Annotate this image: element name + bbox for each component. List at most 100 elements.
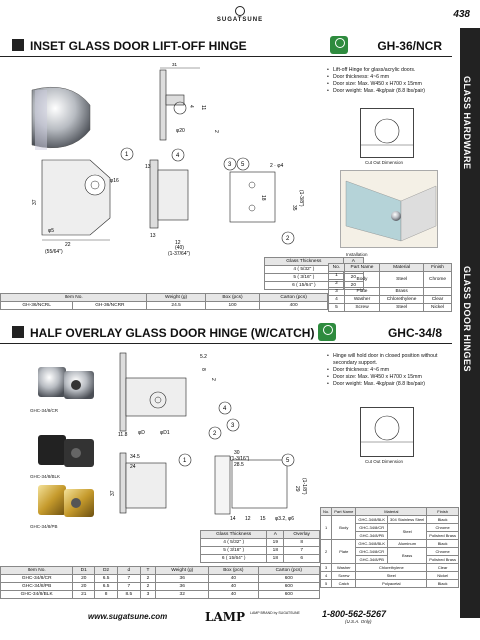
svg-text:1: 1 (125, 152, 129, 158)
svg-text:φ5: φ5 (48, 228, 54, 234)
section-marker-icon (12, 326, 24, 338)
feature-item: Door size: Max. W450 x H700 x 15mm (327, 81, 447, 88)
photo-label: GHC-34/8/CR (30, 408, 59, 413)
section1-item-table: Item No.Weight (g)Box (pcs)Carton (pcs) … (0, 293, 328, 310)
svg-text:5: 5 (241, 162, 245, 168)
section1-title: INSET GLASS DOOR LIFT-OFF HINGE (30, 39, 247, 53)
table-header: D2 (94, 566, 118, 575)
section-marker-icon (12, 39, 24, 51)
table-header: Box (pcs) (208, 566, 259, 575)
installation-caption: Installation (346, 252, 368, 257)
brand-mark-icon (235, 6, 245, 16)
side-tab: GLASS HARDWARE GLASS DOOR HINGES (460, 28, 480, 618)
table-header: Carton (pcs) (257, 566, 321, 575)
svg-text:2: 2 (213, 431, 217, 437)
svg-text:13: 13 (150, 233, 156, 239)
table-header: Weight (g) (155, 566, 210, 575)
svg-text:(40): (40) (175, 245, 184, 251)
svg-text:11.8: 11.8 (118, 432, 128, 438)
svg-text:4: 4 (188, 105, 194, 108)
table-header: Carton (pcs) (259, 293, 328, 302)
table-header: T (139, 566, 157, 575)
table-header: Material (355, 507, 428, 516)
section1-model: GH-36/NCR (377, 39, 442, 53)
svg-text:13: 13 (145, 164, 151, 170)
side-tab-subcategory: GLASS DOOR HINGES (462, 266, 472, 373)
svg-text:(1-37/64"): (1-37/64") (168, 251, 190, 257)
svg-text:5.2: 5.2 (200, 354, 207, 360)
svg-text:28.5: 28.5 (234, 462, 244, 468)
svg-text:2: 2 (286, 236, 290, 242)
svg-text:15: 15 (260, 516, 266, 522)
website-link[interactable]: www.sugatsune.com (88, 612, 168, 621)
photo-label: GHC-34/8/PB (30, 524, 58, 529)
footer: www.sugatsune.com LAMP LAMP BRAND by SUG… (0, 604, 452, 634)
svg-text:2: 2 (213, 130, 219, 133)
section1-feature-list: Lift-off Hinge for glass/acrylic doors. … (327, 67, 447, 95)
section1-technical-drawing: 31 4 11 φ20 2 37 φ5 22 (55/64") φ16 1 4 … (31, 62, 304, 257)
svg-text:φ20: φ20 (176, 128, 185, 134)
svg-text:37: 37 (32, 199, 38, 205)
svg-text:(1-1/8"): (1-1/8") (301, 478, 307, 495)
svg-text:35: 35 (291, 205, 297, 211)
svg-text:11: 11 (200, 105, 206, 110)
feature-item: Door thickness: 4~6 mm (327, 367, 447, 374)
table-header: Finish (423, 263, 452, 272)
svg-text:12: 12 (245, 516, 251, 522)
svg-text:31: 31 (172, 62, 178, 67)
svg-text:φ3.2, φ6: φ3.2, φ6 (275, 516, 294, 522)
table-header: A (266, 530, 285, 539)
table-header: Item No. (0, 566, 74, 575)
hinge-brass-photo (38, 485, 94, 517)
section2-technical-drawing: 4 3 2 5.2 8 2 11.8 φD φD1 1 5 34.5 24 30… (110, 352, 307, 522)
feature-item: Hinge will hold door in closed position … (327, 353, 447, 367)
svg-text:8: 8 (200, 368, 206, 371)
svg-text:5: 5 (286, 458, 290, 464)
section1-header: INSET GLASS DOOR LIFT-OFF HINGE GH-36/NC… (0, 33, 452, 57)
table-header: Overlay (283, 530, 320, 539)
table-header: d (116, 566, 141, 575)
svg-text:(1-3/8"): (1-3/8") (298, 190, 304, 207)
section2-product-photos (38, 367, 94, 517)
table-header: Item No. (0, 293, 148, 302)
section2-feature-list: Hinge will hold door in closed position … (327, 353, 447, 388)
lamp-brand-text: LAMP BRAND by SUGATSUNE (250, 611, 300, 615)
eco-badge-icon (318, 323, 336, 341)
section1-cutout-diagram (360, 108, 414, 158)
svg-text:(1-3/16"): (1-3/16") (230, 456, 250, 462)
svg-text:1: 1 (183, 458, 187, 464)
table-header: D1 (72, 566, 96, 575)
brand-name: SUGATSUNE (216, 17, 264, 23)
table-header: Part Name (343, 263, 381, 272)
svg-text:18: 18 (260, 195, 266, 201)
svg-text:29: 29 (294, 486, 300, 492)
svg-text:3: 3 (228, 162, 232, 168)
page-number: 438 (453, 9, 470, 20)
side-tab-category: GLASS HARDWARE (462, 76, 472, 170)
table-header: Weight (g) (146, 293, 206, 302)
svg-text:4: 4 (223, 406, 227, 412)
svg-text:12: 12 (175, 240, 181, 246)
feature-item: Lift-off Hinge for glass/acrylic doors. (327, 67, 447, 74)
svg-text:14: 14 (230, 516, 236, 522)
svg-text:φD1: φD1 (160, 430, 170, 436)
svg-text:34.5: 34.5 (130, 454, 140, 460)
svg-text:22: 22 (65, 242, 71, 248)
feature-item: Door size: Max. W450 x H700 x 15mm (327, 374, 447, 381)
hinge-chrome-photo (38, 367, 94, 399)
table-header: Material (379, 263, 425, 272)
table-header: Box (pcs) (204, 293, 261, 302)
feature-item: Door thickness: 4~6 mm (327, 74, 447, 81)
